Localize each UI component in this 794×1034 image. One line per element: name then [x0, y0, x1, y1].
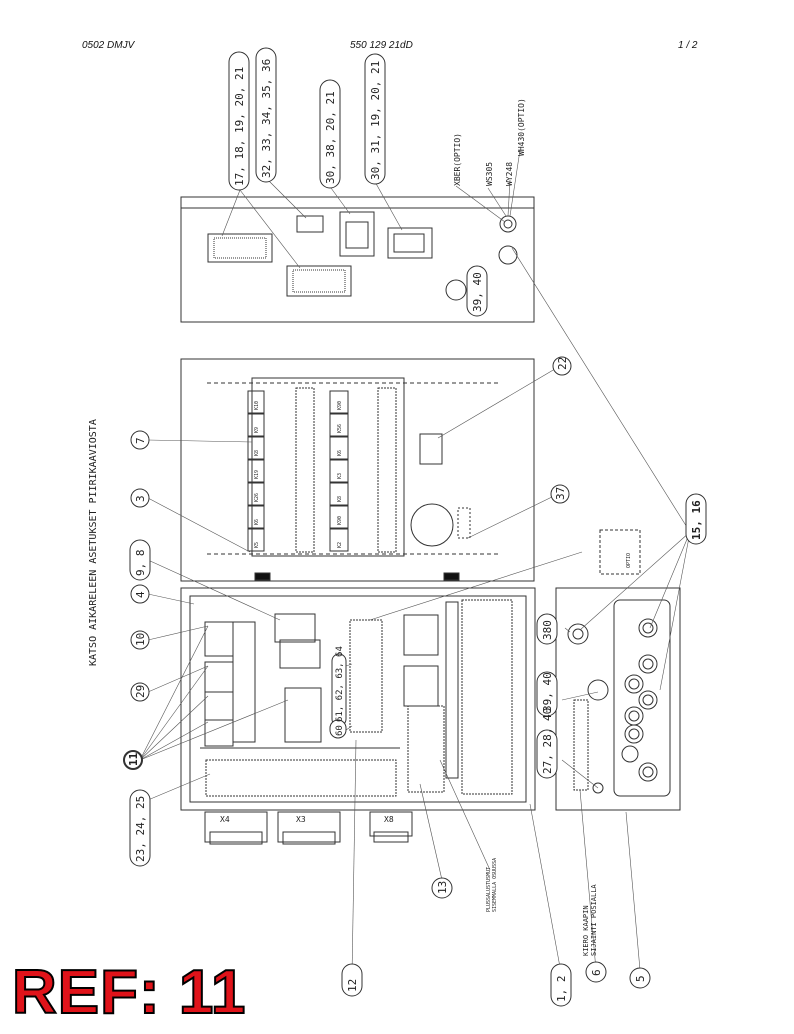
relay-label-left: K5 — [254, 542, 260, 548]
callout-4: 4 — [134, 591, 147, 598]
gland-large — [567, 623, 589, 645]
connector-x3 — [277, 811, 341, 843]
note-optio: OPTIO — [626, 553, 632, 568]
callout-29: 29 — [134, 685, 147, 698]
relay-label-right: K3 — [337, 473, 343, 479]
connector-small-1 — [296, 215, 324, 233]
label-ws305: WS305 — [485, 162, 494, 186]
relay-label-right: K8 — [337, 496, 343, 502]
callout-6: 6 — [590, 969, 603, 976]
connector-small-2 — [339, 211, 375, 257]
timer-relays — [204, 621, 256, 747]
gland-panel — [555, 587, 681, 811]
door-terminal-strip-1 — [295, 387, 315, 553]
terminal-strip-bottom — [205, 759, 397, 797]
relay-label-left: K26 — [254, 493, 260, 502]
optio-box — [599, 529, 641, 575]
callout-7: 7 — [134, 437, 147, 444]
callout-3: 3 — [134, 495, 147, 502]
ref-label: REF: 11 — [11, 958, 247, 1027]
callout-60: 60 — [335, 725, 345, 736]
callout-15-16: 15, 16 — [690, 500, 703, 540]
relay-label-left: K19 — [254, 470, 260, 479]
leader-lines — [139, 149, 691, 979]
hour-meter — [410, 503, 454, 547]
relay-label-left: K9 — [254, 427, 260, 433]
label-x3: X3 — [296, 815, 306, 824]
connector-x4 — [204, 811, 268, 843]
callout-11: 11 — [127, 752, 140, 766]
note-pluss-2: SISEMMALLA OSUUSSA — [492, 858, 498, 912]
wire-duct — [445, 601, 459, 779]
cable-glands — [621, 618, 658, 782]
door-terminal-strip-2 — [377, 387, 397, 553]
relay-label-left: K10 — [254, 401, 260, 410]
main-cabinet — [180, 587, 536, 811]
meter-top — [445, 279, 467, 301]
relay-vh6 — [284, 687, 322, 743]
terminal-strip-main — [461, 599, 513, 795]
callout-380: 380 — [541, 620, 554, 640]
relay-label-right: K90 — [337, 401, 343, 410]
relay-label-left: K6 — [254, 519, 260, 525]
header-left: 0502 DMJV — [82, 40, 135, 51]
callout-61-64: 61, 62, 63, 64 — [335, 646, 345, 722]
label-xber: XBER(OPTIO) — [453, 133, 462, 186]
connector-small-3 — [387, 227, 433, 259]
relay-label-right: K6 — [337, 450, 343, 456]
callout-9-8: 9, 8 — [134, 550, 147, 577]
contactor-1 — [403, 614, 439, 656]
callout-top-5: 39, 40 — [471, 272, 484, 312]
note-pluss-1: PLUSSALUSTUSMUT — [486, 867, 492, 912]
terminal-block-60 — [349, 619, 383, 733]
callout-22: 22 — [556, 357, 569, 370]
side-note: KATSO AIKARELEEN ASETUKSET PIIRIKAAVIOST… — [88, 419, 99, 666]
note-kuvio-1: KIERO KAAPIN — [582, 905, 590, 956]
label-wh430: WH430(OPTIO) — [517, 98, 526, 156]
top-panel — [180, 196, 535, 323]
gland-top — [499, 215, 517, 233]
door-panel — [180, 358, 535, 582]
callout-23-24-25: 23, 24, 25 — [134, 796, 147, 862]
label-x8: X8 — [384, 815, 394, 824]
connector-x1 — [207, 233, 273, 263]
connector-x8 — [369, 811, 413, 837]
door-label-plate — [419, 433, 443, 465]
callout-12: 12 — [346, 979, 359, 992]
callout-10: 10 — [134, 633, 147, 646]
callout-top-2: 32, 33, 34, 35, 36 — [260, 59, 273, 178]
relay-label-right: K90 — [337, 516, 343, 525]
relay-column-left — [247, 390, 265, 552]
callout-5: 5 — [634, 975, 647, 982]
callout-top-4: 30, 31, 19, 20, 21 — [369, 61, 382, 180]
relay-column-right — [329, 390, 349, 552]
header-right: 1 / 2 — [678, 40, 698, 51]
callout-top-3: 30, 38, 20, 21 — [324, 91, 337, 184]
relay-label-right: K56 — [337, 424, 343, 433]
callout-1-2: 1, 2 — [555, 976, 568, 1003]
header-center: 550 129 21dD — [350, 40, 413, 51]
contactor-2 — [403, 665, 439, 707]
relay-label-right: K2 — [337, 542, 343, 548]
gland-bottom — [498, 245, 518, 265]
connector-x2 — [286, 265, 352, 297]
note-kuvio-2: SIJAINTI POSIALLA — [590, 884, 598, 956]
callout-13: 13 — [436, 881, 449, 894]
callout-top-1: 17, 18, 19, 20, 21 — [233, 67, 246, 186]
callout-27-28-40: 27, 28, 40 — [541, 708, 554, 774]
label-wy248: WY248 — [505, 162, 514, 186]
callout-37: 37 — [554, 487, 567, 500]
fuse-block — [407, 705, 445, 793]
callout-39-40-b: 39, 40 — [541, 672, 554, 712]
label-x4: X4 — [220, 815, 230, 824]
relay-k12 — [274, 613, 316, 643]
relay-label-left: K8 — [254, 450, 260, 456]
